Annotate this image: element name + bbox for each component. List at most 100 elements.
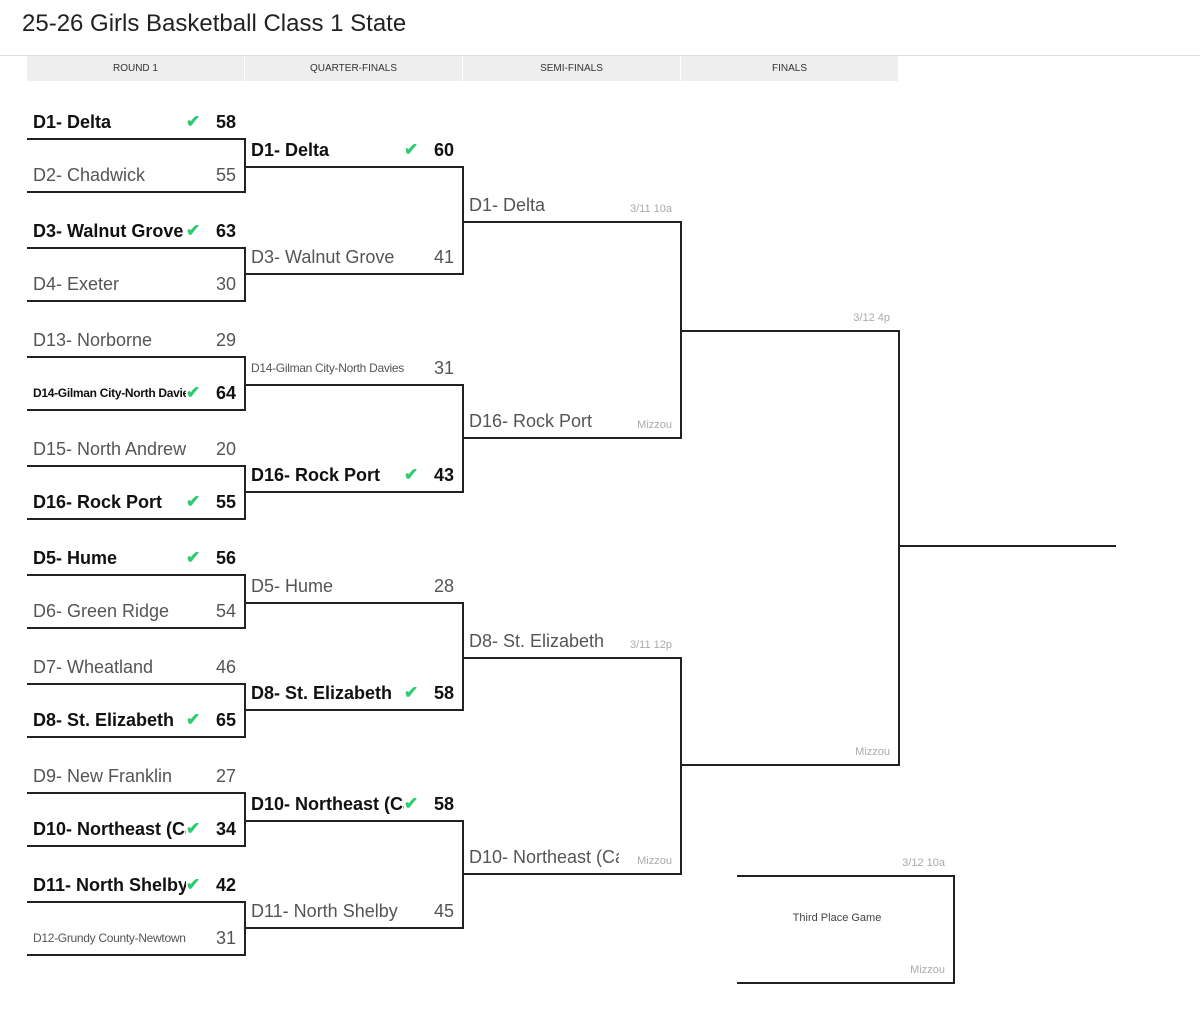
team-slot[interactable]: D2- Chadwick 55 <box>33 160 236 190</box>
third-place-match <box>737 875 955 984</box>
team-slot[interactable]: D14-Gilman City-North Daviess✔ 64 <box>33 378 236 408</box>
team-name: D16- Rock Port <box>251 464 381 485</box>
team-score: 34 <box>215 818 236 839</box>
team-score: 58 <box>433 682 454 703</box>
team-score: 55 <box>215 164 236 185</box>
team-score: 43 <box>433 464 454 485</box>
check-icon: ✔ <box>404 683 419 702</box>
team-score: 56 <box>215 547 236 568</box>
team-slot[interactable]: D12-Grundy County-Newtown-Harris 31 <box>33 923 236 953</box>
team-slot[interactable]: D11- North Shelby 45 <box>251 896 454 926</box>
team-slot[interactable]: D6- Green Ridge 54 <box>33 596 236 626</box>
team-score: 54 <box>215 600 236 621</box>
team-score: 31 <box>433 357 454 378</box>
team-slot[interactable]: D1- Delta✔58 <box>33 107 236 137</box>
check-icon: ✔ <box>404 794 419 813</box>
team-score: 30 <box>215 273 236 294</box>
team-score: 31 <box>215 927 236 948</box>
team-score: 60 <box>433 139 454 160</box>
quarterfinal-match <box>245 602 464 711</box>
game-venue: Mizzou <box>637 855 672 867</box>
team-score: 64 <box>215 382 236 403</box>
team-name: D13- Norborne <box>33 329 153 350</box>
team-name: D9- New Franklin <box>33 765 173 786</box>
champion-line <box>899 545 1116 547</box>
team-name: D12-Grundy County-Newtown-Harris <box>33 931 186 945</box>
team-score: 20 <box>215 438 236 459</box>
team-name: D11- North Shelby <box>251 900 398 921</box>
round-header-finals: FINALS <box>681 56 898 81</box>
team-slot[interactable]: D9- New Franklin 27 <box>33 761 236 791</box>
game-date: 3/12 10a <box>902 857 945 869</box>
quarterfinal-match <box>245 166 464 275</box>
team-score: 46 <box>215 656 236 677</box>
team-slot[interactable]: D1- Delta✔60 <box>251 135 454 165</box>
check-icon: ✔ <box>186 819 201 838</box>
team-slot[interactable]: D4- Exeter 30 <box>33 269 236 299</box>
round1-match <box>27 574 246 629</box>
team-name: D10- Northeast (Cairo) <box>33 818 186 839</box>
round-header-semifinals: SEMI-FINALS <box>463 56 680 81</box>
team-slot[interactable]: D5- Hume ✔ 56 <box>33 543 236 573</box>
team-name: D10- Northeast (Cairo) <box>469 846 619 867</box>
team-name: D15- North Andrew <box>33 438 186 459</box>
team-slot[interactable]: D16- Rock Port✔55 <box>33 487 236 517</box>
team-score: 63 <box>215 220 236 241</box>
team-name: D1- Delta <box>33 111 112 132</box>
team-score: 28 <box>433 575 454 596</box>
check-icon: ✔ <box>186 548 201 567</box>
team-slot[interactable]: D1- Delta <box>469 190 619 220</box>
round1-match <box>27 792 246 847</box>
team-slot[interactable]: D10- Northeast (Cairo)✔ 34 <box>33 814 236 844</box>
team-slot[interactable]: D16- Rock Port ✔ 43 <box>251 460 454 490</box>
team-name: D2- Chadwick <box>33 164 146 185</box>
divider <box>0 55 1200 56</box>
team-name: D6- Green Ridge <box>33 600 170 621</box>
team-name: D5- Hume <box>33 547 118 568</box>
semifinal-match <box>463 657 682 875</box>
team-slot[interactable]: D14-Gilman City-North Daviess 31 <box>251 353 454 383</box>
team-name: D14-Gilman City-North Daviess <box>33 386 186 400</box>
team-score: 27 <box>215 765 236 786</box>
check-icon: ✔ <box>186 383 201 402</box>
game-date: 3/12 4p <box>853 312 890 324</box>
team-score: 55 <box>215 491 236 512</box>
team-score: 29 <box>215 329 236 350</box>
team-slot[interactable]: D8- St. Elizabeth✔58 <box>251 678 454 708</box>
finals-match <box>681 330 900 766</box>
game-venue: Mizzou <box>855 746 890 758</box>
team-name: D1- Delta <box>469 194 546 215</box>
game-venue: Mizzou <box>637 419 672 431</box>
team-score: 45 <box>433 900 454 921</box>
team-score: 58 <box>433 793 454 814</box>
game-date: 3/11 10a <box>629 203 672 215</box>
team-slot[interactable]: D5- Hume 28 <box>251 571 454 601</box>
team-name: D1- Delta <box>251 139 330 160</box>
team-slot[interactable]: D13- Norborne 29 <box>33 325 236 355</box>
team-name: D11- North Shelby <box>33 874 186 895</box>
round1-match <box>27 138 246 193</box>
team-slot[interactable]: D11- North Shelby✔42 <box>33 870 236 900</box>
team-slot[interactable]: D8- St. Elizabeth <box>469 626 619 656</box>
team-name: D3- Walnut Grove <box>251 246 395 267</box>
team-slot[interactable]: D10- Northeast (Cairo) <box>469 842 619 872</box>
team-name: D8- St. Elizabeth <box>469 630 605 651</box>
team-slot[interactable]: D3- Walnut Grove✔63 <box>33 216 236 246</box>
check-icon: ✔ <box>404 465 419 484</box>
round-header-round1: ROUND 1 <box>27 56 244 81</box>
check-icon: ✔ <box>186 492 201 511</box>
team-slot[interactable]: D16- Rock Port <box>469 406 619 436</box>
team-slot[interactable]: D8- St. Elizabeth✔65 <box>33 705 236 735</box>
team-score: 65 <box>215 709 236 730</box>
team-name: D14-Gilman City-North Daviess <box>251 361 404 375</box>
team-slot[interactable]: D15- North Andrew 20 <box>33 434 236 464</box>
team-name: D3- Walnut Grove <box>33 220 184 241</box>
third-place-label: Third Place Game <box>792 912 882 924</box>
team-name: D16- Rock Port <box>469 410 593 431</box>
page-title: 25-26 Girls Basketball Class 1 State <box>22 10 407 37</box>
team-slot[interactable]: D10- Northeast (Cairo)✔58 <box>251 789 454 819</box>
team-name: D4- Exeter <box>33 273 120 294</box>
team-name: D5- Hume <box>251 575 334 596</box>
